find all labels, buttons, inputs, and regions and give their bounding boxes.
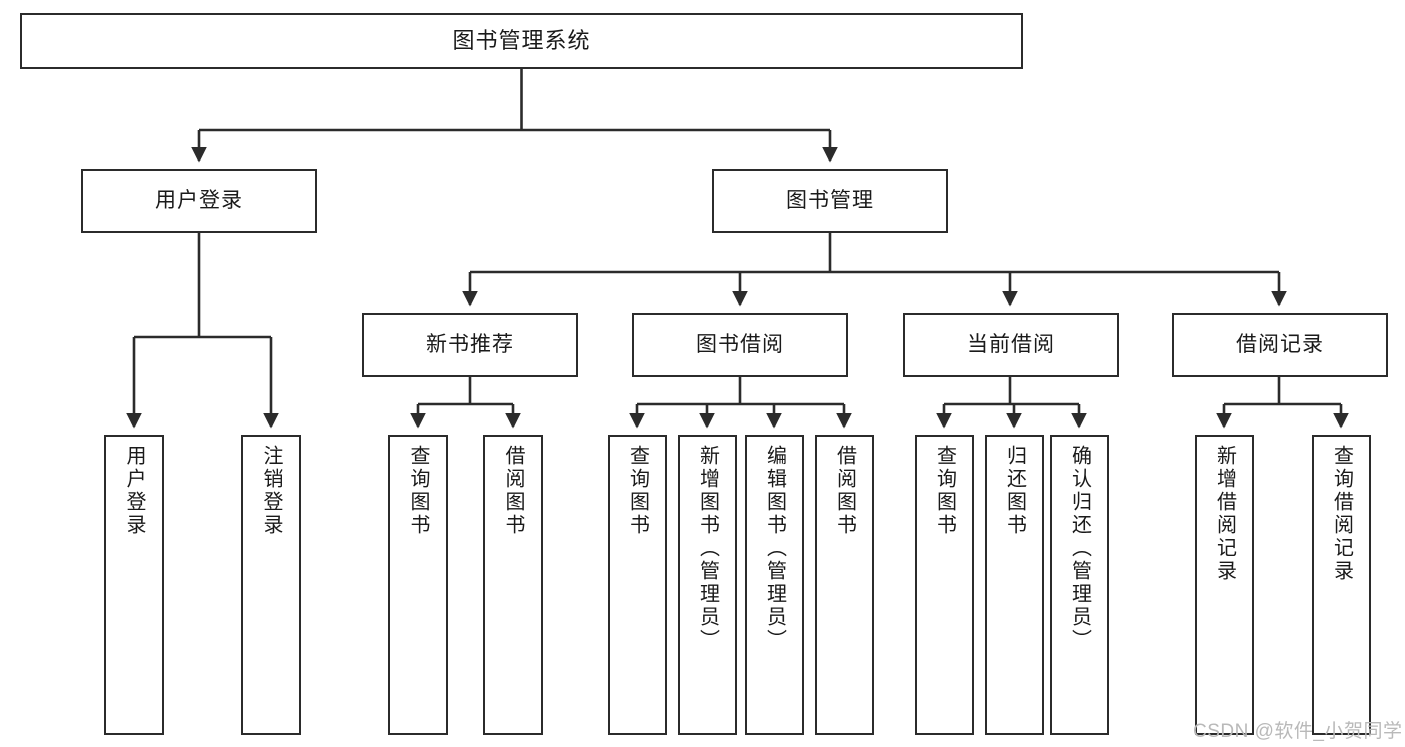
leaf-user-login-login[interactable]: 用户登录 bbox=[104, 435, 164, 735]
node-label: 用户登录 bbox=[155, 188, 243, 212]
leaf-current-borrow-return[interactable]: 归还图书 bbox=[985, 435, 1044, 735]
node-label: 图书管理系统 bbox=[452, 28, 591, 54]
node-label: 新增图书（管理员） bbox=[696, 445, 719, 652]
node-label: 查询图书 bbox=[626, 445, 649, 537]
node-user-login[interactable]: 用户登录 bbox=[81, 169, 317, 233]
leaf-current-borrow-confirm-return[interactable]: 确认归还（管理员） bbox=[1050, 435, 1109, 735]
node-label: 图书管理 bbox=[786, 188, 874, 212]
node-label: 借阅记录 bbox=[1236, 332, 1324, 356]
node-label: 归还图书 bbox=[1003, 445, 1026, 537]
node-label: 查询图书 bbox=[407, 445, 429, 537]
leaf-user-login-logout[interactable]: 注销登录 bbox=[241, 435, 301, 735]
node-label: 图书借阅 bbox=[696, 332, 784, 356]
node-label: 当前借阅 bbox=[967, 332, 1055, 356]
leaf-book-borrow-add[interactable]: 新增图书（管理员） bbox=[678, 435, 737, 735]
node-borrow-record[interactable]: 借阅记录 bbox=[1172, 313, 1388, 377]
leaf-current-borrow-query[interactable]: 查询图书 bbox=[915, 435, 974, 735]
node-label: 借阅图书 bbox=[502, 445, 524, 537]
node-book-management[interactable]: 图书管理 bbox=[712, 169, 948, 233]
node-book-management-system[interactable]: 图书管理系统 bbox=[20, 13, 1023, 69]
leaf-book-borrow-borrow[interactable]: 借阅图书 bbox=[815, 435, 874, 735]
leaf-book-borrow-edit[interactable]: 编辑图书（管理员） bbox=[745, 435, 804, 735]
node-label: 新增借阅记录 bbox=[1213, 445, 1236, 583]
leaf-new-book-query[interactable]: 查询图书 bbox=[388, 435, 448, 735]
leaf-borrow-record-query[interactable]: 查询借阅记录 bbox=[1312, 435, 1371, 735]
node-label: 确认归还（管理员） bbox=[1068, 445, 1091, 652]
node-new-book-recommend[interactable]: 新书推荐 bbox=[362, 313, 578, 377]
node-label: 借阅图书 bbox=[833, 445, 856, 537]
node-book-borrow[interactable]: 图书借阅 bbox=[632, 313, 848, 377]
node-label: 用户登录 bbox=[123, 445, 145, 537]
leaf-book-borrow-query[interactable]: 查询图书 bbox=[608, 435, 667, 735]
node-label: 查询借阅记录 bbox=[1330, 445, 1353, 583]
node-label: 注销登录 bbox=[260, 445, 282, 537]
node-label: 新书推荐 bbox=[426, 332, 514, 356]
node-label: 查询图书 bbox=[933, 445, 956, 537]
leaf-borrow-record-add[interactable]: 新增借阅记录 bbox=[1195, 435, 1254, 735]
node-current-borrow[interactable]: 当前借阅 bbox=[903, 313, 1119, 377]
node-label: 编辑图书（管理员） bbox=[763, 445, 786, 652]
csdn-watermark: CSDN @软件_小贺同学 bbox=[1193, 721, 1403, 742]
leaf-new-book-borrow[interactable]: 借阅图书 bbox=[483, 435, 543, 735]
